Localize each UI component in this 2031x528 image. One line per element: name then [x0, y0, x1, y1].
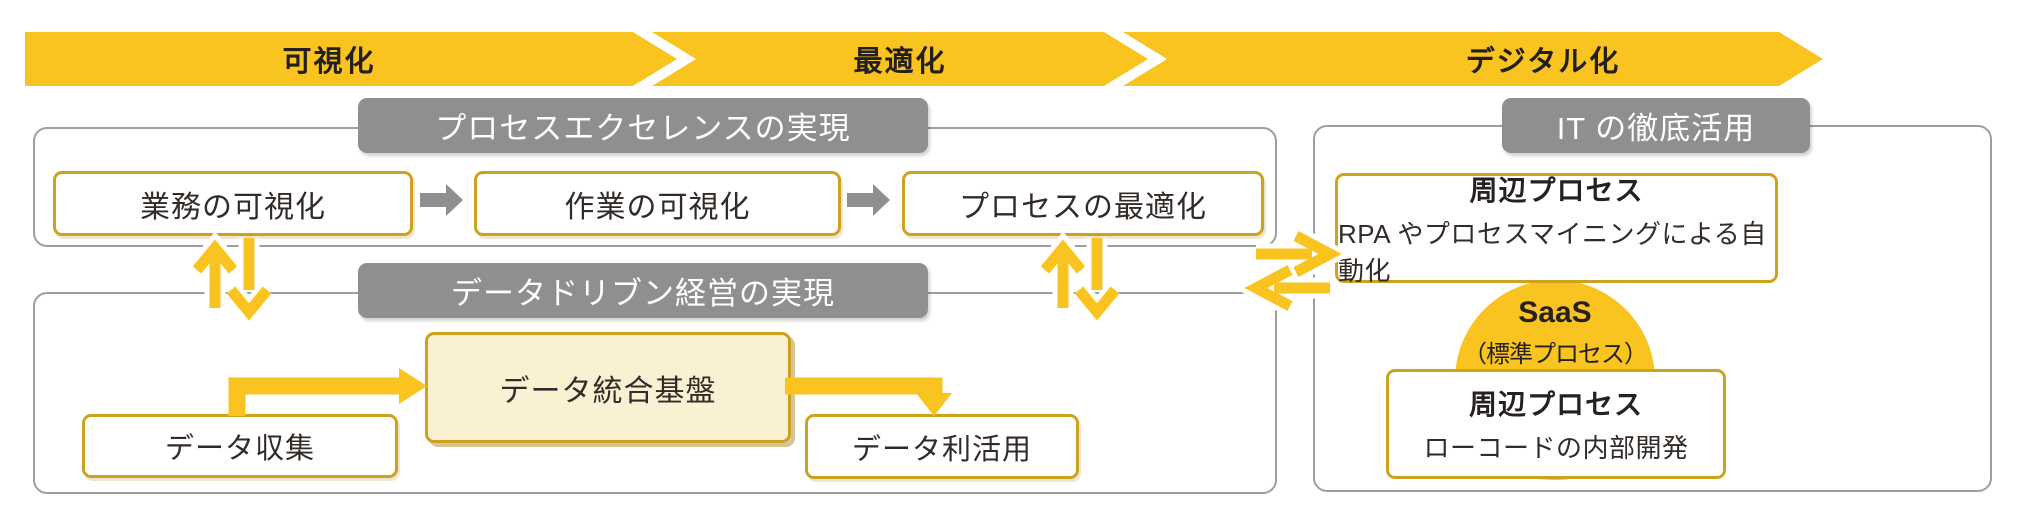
banner-visualization: 可視化: [25, 32, 677, 86]
data-collection-box: データ収集: [82, 414, 398, 478]
saas-title: SaaS: [1518, 296, 1592, 329]
peripheral-process-lowcode-box: 周辺プロセス ローコードの内部開発: [1386, 369, 1726, 479]
step-work-visualization: 作業の可視化: [474, 171, 841, 236]
banner-label: デジタル化: [1465, 46, 1621, 78]
step-process-optimization: プロセスの最適化: [902, 171, 1264, 236]
box-title: 周辺プロセス: [1468, 389, 1643, 420]
box-subtitle: RPA やプロセスマイニングによる自動化: [1338, 218, 1767, 286]
data-panel-header: データドリブン経営の実現: [358, 263, 928, 318]
box-subtitle: ローコードの内部開発: [1423, 433, 1689, 463]
banner-digitalization: デジタル化: [1123, 32, 1823, 86]
box-title: 周辺プロセス: [1469, 174, 1644, 206]
data-platform-box: データ統合基盤: [425, 332, 791, 443]
banner-label: 可視化: [282, 46, 376, 78]
step-business-visualization: 業務の可視化: [53, 171, 413, 236]
it-panel-header: IT の徹底活用: [1502, 98, 1810, 153]
saas-subtitle: （標準プロセス）: [1463, 341, 1648, 368]
data-utilization-box: データ利活用: [805, 414, 1079, 479]
banner-label: 最適化: [853, 46, 947, 78]
process-panel-header: プロセスエクセレンスの実現: [358, 98, 928, 153]
banner-optimization: 最適化: [652, 32, 1148, 86]
peripheral-process-rpa-box: 周辺プロセス RPA やプロセスマイニングによる自動化: [1335, 173, 1778, 286]
